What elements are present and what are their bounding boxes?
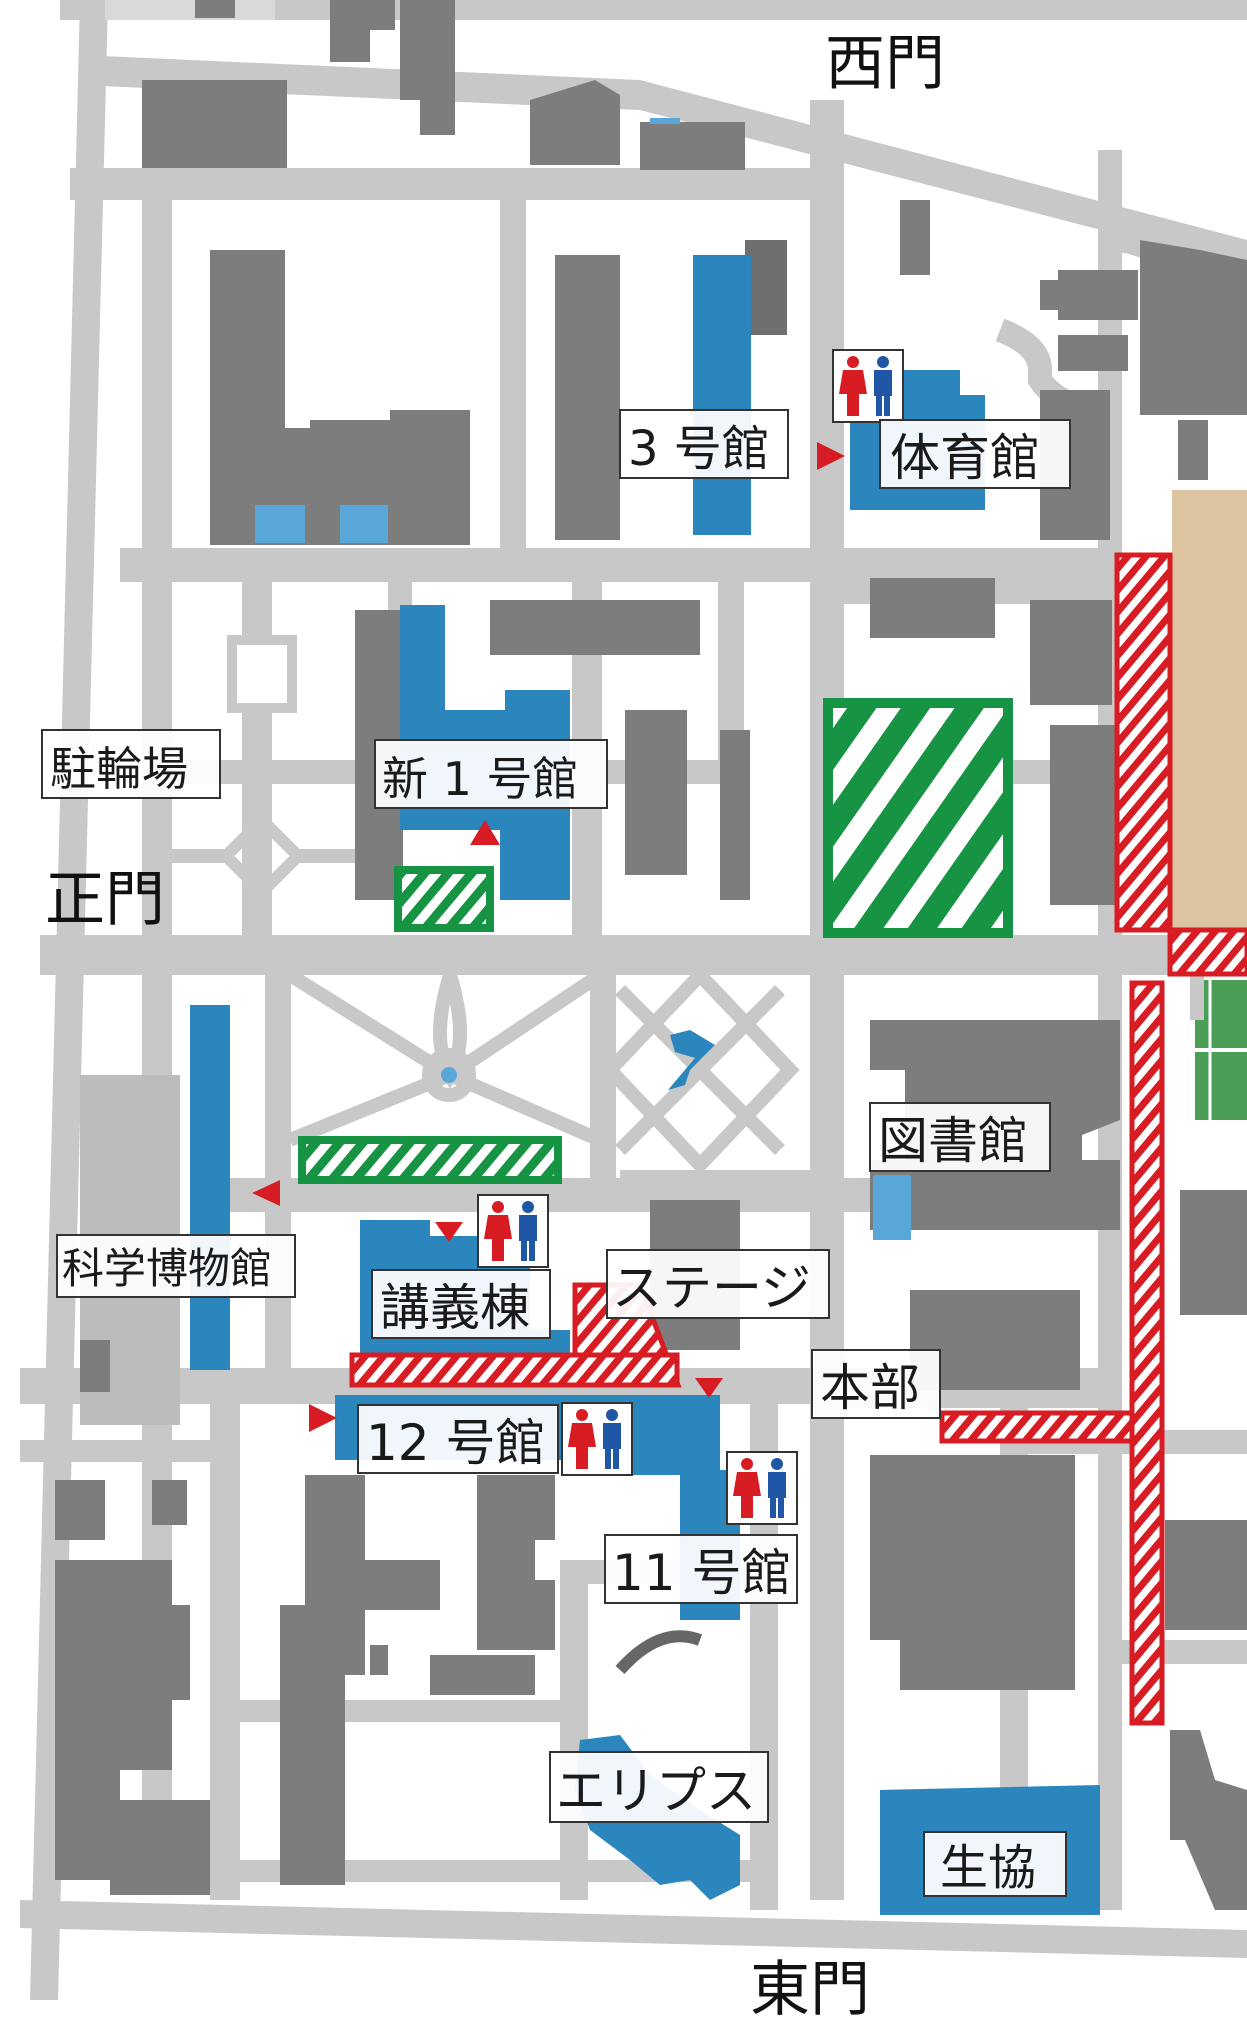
building-labels: 3 号館 体育館 駐輪場 新 1 号館 図書館 科学博物館 講義棟 ステージ 本… — [50, 421, 1040, 1896]
ellipse-label: エリプス — [556, 1762, 756, 1820]
restroom-icon — [726, 1451, 798, 1525]
building-3-label: 3 号館 — [628, 421, 770, 477]
east-gate-label: 東門 — [750, 1955, 870, 2025]
entrance-marker-icon — [695, 1378, 723, 1398]
building-east — [1180, 1190, 1247, 1315]
entrance-marker-icon — [817, 442, 845, 470]
entrance-marker-icon — [252, 1180, 280, 1206]
stage-label: ステージ — [612, 1259, 811, 1317]
main-gate-label: 正門 — [45, 865, 165, 935]
plaza-paths — [172, 784, 800, 1675]
coop-label: 生協 — [940, 1840, 1036, 1896]
red-zones — [349, 552, 1247, 1726]
lecture-hall-label: 講義棟 — [380, 1279, 530, 1337]
entrance-marker-icon — [309, 1404, 337, 1432]
fountain — [441, 1067, 457, 1083]
science-museum-label: 科学博物館 — [62, 1244, 272, 1293]
gym-label: 体育館 — [890, 429, 1040, 487]
admin-label: 本部 — [820, 1359, 920, 1417]
gate-labels: 西門 正門 東門 — [45, 29, 945, 2025]
entrance-marker-icon — [470, 820, 500, 845]
building-11-label: 11 号館 — [612, 1544, 792, 1602]
west-gate-label: 西門 — [825, 29, 945, 99]
restroom-icon — [477, 1194, 549, 1268]
restroom-icon — [832, 349, 904, 423]
library-label: 図書館 — [878, 1112, 1028, 1170]
restroom-icon — [561, 1402, 633, 1476]
pond — [668, 1030, 715, 1090]
entrance-marker-icon — [435, 1222, 463, 1242]
new-building-1-label: 新 1 号館 — [382, 752, 579, 806]
green-zones — [298, 698, 1013, 1184]
athletic-ground — [1172, 490, 1247, 930]
building-12-label: 12 号館 — [366, 1414, 546, 1472]
bicycle-area-pad — [227, 635, 297, 713]
bicycle-parking-label: 駐輪場 — [50, 742, 188, 796]
label-boxes — [41, 409, 1071, 1897]
buildings — [55, 0, 1247, 1910]
